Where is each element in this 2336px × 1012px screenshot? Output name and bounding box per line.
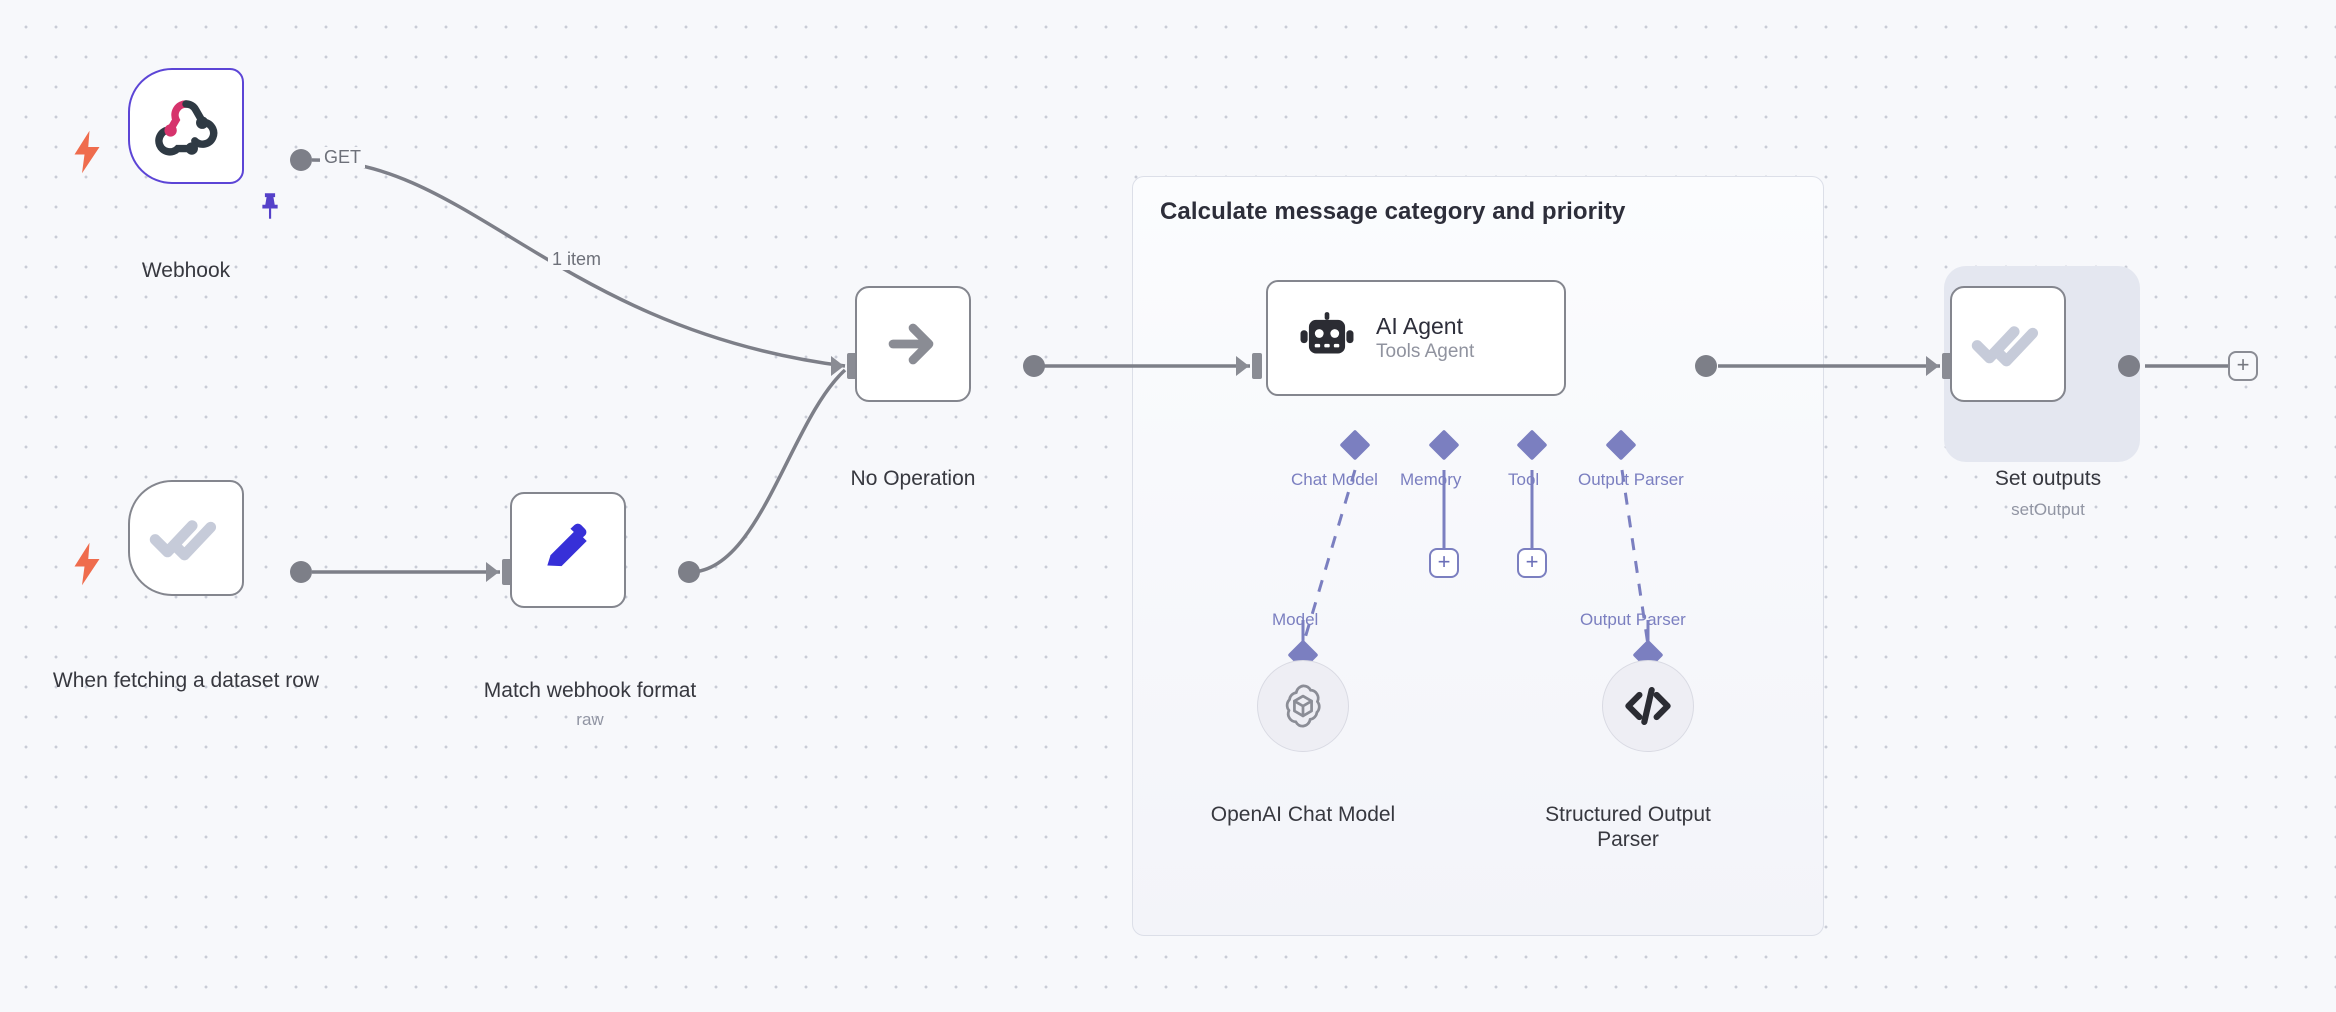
node-label-webhook: Webhook	[141, 259, 231, 282]
ai-agent-output-port[interactable]	[1695, 355, 1717, 377]
webhook-icon	[155, 100, 218, 156]
edge-label-get: GET	[320, 147, 366, 168]
arrow-right-icon	[888, 323, 934, 365]
set-outputs-output-port[interactable]	[2118, 355, 2140, 377]
match-webhook-input-port[interactable]	[502, 559, 512, 585]
set-outputs-input-port[interactable]	[1942, 353, 1952, 379]
node-label-set-outputs: Set outputs	[1994, 467, 2102, 490]
add-node-button[interactable]: +	[2228, 351, 2258, 381]
node-match-webhook-format[interactable]	[510, 492, 626, 608]
group-title: Calculate message category and priority	[1160, 198, 1626, 225]
node-structured-output-parser[interactable]	[1602, 660, 1694, 752]
edge-label-item-count: 1 item	[548, 249, 606, 270]
node-set-outputs[interactable]	[1950, 286, 2066, 402]
trigger-bolt-icon-2	[72, 542, 102, 586]
add-tool-button[interactable]: +	[1517, 548, 1547, 578]
double-check-icon	[149, 520, 217, 561]
code-brackets-icon	[1625, 686, 1671, 726]
node-sublabel-match-webhook-format: raw	[576, 710, 604, 729]
node-label-openai-chat-model: OpenAI Chat Model	[1210, 803, 1396, 826]
no-operation-output-port[interactable]	[1023, 355, 1045, 377]
ai-agent-input-port[interactable]	[1252, 353, 1262, 379]
node-no-operation[interactable]	[855, 286, 971, 402]
agent-connector-label-memory: Memory	[1400, 470, 1462, 489]
pencil-icon	[547, 523, 587, 567]
set-outputs-input-arrow	[1926, 356, 1939, 376]
ai-agent-title: AI Agent	[1376, 313, 1463, 339]
sub-connector-label-model: Model	[1272, 610, 1319, 629]
ai-agent-subtitle: Tools Agent	[1376, 341, 1475, 362]
trigger-bolt-icon	[72, 130, 102, 174]
match-webhook-input-arrow	[486, 562, 499, 582]
add-memory-button[interactable]: +	[1429, 548, 1459, 578]
ai-agent-input-arrow	[1236, 356, 1249, 376]
agent-connector-label-output-parser: Output Parser	[1578, 470, 1684, 489]
node-label-match-webhook-format: Match webhook format	[483, 679, 697, 702]
agent-connector-label-chat-model: Chat Model	[1291, 470, 1378, 489]
lightning-glyph-2	[74, 542, 100, 586]
double-check-icon-2	[1971, 326, 2039, 367]
node-label-no-operation: No Operation	[850, 467, 976, 490]
node-label-when-fetching-dataset-row: When fetching a dataset row	[52, 669, 320, 692]
sub-connector-label-output-parser: Output Parser	[1580, 610, 1686, 629]
node-ai-agent[interactable]: AI Agent Tools Agent	[1266, 280, 1566, 396]
node-openai-chat-model[interactable]	[1257, 660, 1349, 752]
node-when-fetching-dataset-row[interactable]	[128, 480, 244, 596]
webhook-output-port[interactable]	[290, 149, 312, 171]
node-label-structured-output-parser: Structured Output Parser	[1545, 803, 1711, 851]
no-operation-input-port[interactable]	[847, 353, 857, 379]
match-webhook-output-port[interactable]	[678, 561, 700, 583]
no-operation-input-arrow	[831, 356, 844, 376]
node-webhook[interactable]	[128, 68, 244, 184]
lightning-glyph	[74, 130, 100, 174]
node-sublabel-set-outputs: setOutput	[2011, 500, 2085, 519]
robot-icon	[1300, 312, 1354, 354]
pin-icon	[258, 192, 282, 225]
dataset-row-output-port[interactable]	[290, 561, 312, 583]
pin-glyph	[262, 193, 278, 219]
openai-icon	[1285, 684, 1321, 728]
agent-connector-label-tool: Tool	[1508, 470, 1540, 489]
